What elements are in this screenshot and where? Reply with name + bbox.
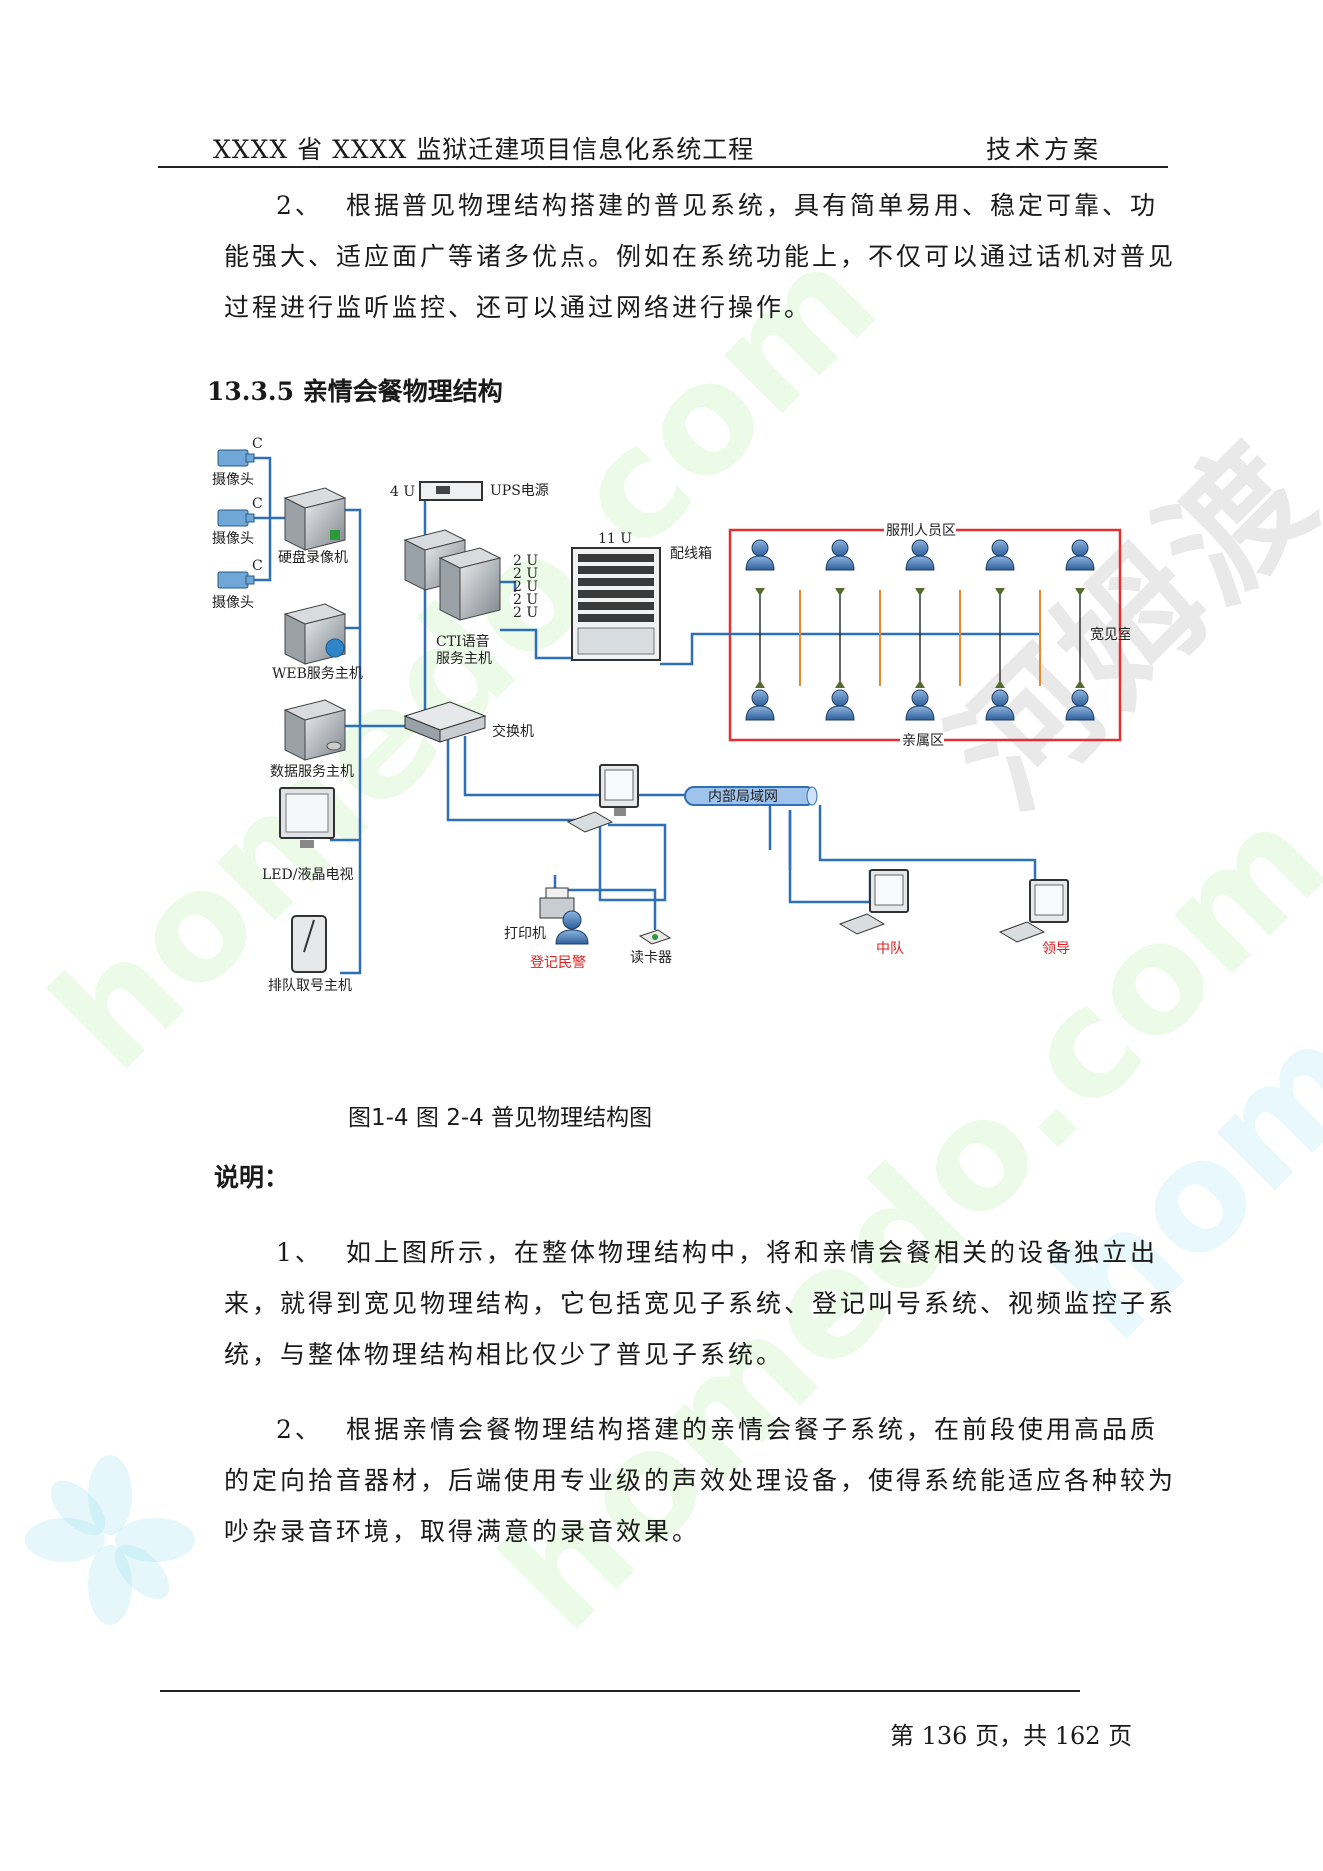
family-person-icons [745, 689, 1095, 721]
paragraph-text: 如上图所示，在整体物理结构中，将和亲情会餐相关的设备独立出来，就得到宽见物理结构… [224, 1238, 1177, 1369]
camera-icons [217, 449, 255, 589]
leader-pc-icon [998, 879, 1069, 943]
section-title: 13.3.5 亲情会餐物理结构 [207, 377, 503, 406]
printer-label: 打印机 [504, 925, 546, 942]
leader-label: 领导 [1042, 941, 1070, 957]
phone-markers [755, 588, 1085, 688]
paragraph-text: 根据亲情会餐物理结构搭建的亲情会餐子系统，在前段使用高品质的定向拾音器材，后端使… [224, 1415, 1177, 1546]
switch-label: 交换机 [492, 723, 534, 740]
cti-u-label: 2 U [513, 579, 538, 595]
lan-label: 内部局域网 [708, 789, 778, 805]
page-number: 第 136 页，共 162 页 [890, 1722, 1133, 1750]
family-zone-label: 亲属区 [902, 733, 944, 749]
camera-c-label: C [252, 558, 263, 574]
camera-c-label: C [252, 436, 263, 452]
lan-cylinder-icon [684, 786, 818, 806]
ups-u-label: 4 U [390, 484, 415, 500]
tv-label: LED/液晶电视 [262, 867, 353, 883]
switch-icon [403, 701, 487, 743]
db-host-label: 数据服务主机 [270, 764, 354, 780]
card-reader-label: 读卡器 [630, 949, 672, 966]
paragraph-number: 2、 [276, 191, 323, 220]
dvr-label: 硬盘录像机 [278, 549, 348, 566]
intro-paragraph: 2、根据普见物理结构搭建的普见系统，具有简单易用、稳定可靠、功能强大、适应面广等… [224, 180, 1184, 333]
note-paragraph: 1、如上图所示，在整体物理结构中，将和亲情会餐相关的设备独立出来，就得到宽见物理… [224, 1227, 1184, 1380]
cti-u-label: 2 U [513, 553, 538, 569]
page-header: XXXX 省 XXXX 监狱迁建项目信息化系统工程 技术方案 [158, 128, 1168, 168]
network-diagram: C C C 摄像头 摄像头 摄像头 硬盘录像机 WEB服务主机 数据服务主机 L… [212, 436, 1130, 994]
watermark-flower-icon [25, 1455, 195, 1625]
card-reader-icon [638, 929, 672, 945]
camera-c-label: C [252, 496, 263, 512]
footer-divider [160, 1690, 1080, 1692]
paragraph-number: 2、 [276, 1415, 323, 1444]
patch-label: 配线箱 [670, 546, 712, 562]
squad-label: 中队 [876, 941, 904, 957]
web-server-icon [283, 603, 347, 665]
web-host-label: WEB服务主机 [272, 666, 363, 682]
camera-label: 摄像头 [212, 531, 254, 547]
cti-server-icon [403, 529, 502, 621]
paragraph-text: 根据普见物理结构搭建的普见系统，具有简单易用、稳定可靠、功能强大、适应面广等诸多… [224, 191, 1177, 322]
paragraph-number: 1、 [276, 1238, 323, 1267]
queue-host-label: 排队取号主机 [268, 978, 352, 994]
cti-host-label: 服务主机 [436, 651, 492, 667]
officer-person-icon [555, 910, 589, 945]
figure-caption: 图1-4 图 2-4 普见物理结构图 [348, 1105, 653, 1131]
camera-label: 摄像头 [212, 472, 254, 488]
tv-monitor-icon [279, 787, 335, 848]
note-paragraph: 2、根据亲情会餐物理结构搭建的亲情会餐子系统，在前段使用高品质的定向拾音器材，后… [224, 1404, 1184, 1557]
header-doc-type: 技术方案 [985, 135, 1102, 164]
rack-u-label: 11 U [598, 531, 632, 547]
cti-u-label: 2 U [513, 605, 538, 621]
patch-rack-icon [571, 547, 661, 661]
meeting-room-label: 宽见室 [1090, 626, 1130, 643]
printer-icon [539, 887, 575, 919]
cti-u-label: 2 U [513, 566, 538, 582]
dvr-server-icon [283, 487, 347, 551]
phone-handsets [759, 588, 1081, 688]
squad-pc-icon [838, 869, 909, 935]
officer-label: 登记民警 [530, 955, 586, 971]
database-server-icon [283, 699, 347, 761]
inmate-person-icons [745, 539, 1095, 571]
zone-dividers [799, 590, 1041, 686]
ups-icon [419, 481, 483, 501]
workstation-icon [566, 764, 639, 833]
note-title: 说明： [214, 1163, 290, 1192]
queue-tablet-icon [291, 915, 327, 973]
cti-u-label: 2 U [513, 592, 538, 608]
ups-label: UPS电源 [490, 483, 549, 499]
cti-host-label: CTI语音 [436, 633, 490, 650]
inmate-zone-label: 服刑人员区 [886, 523, 956, 539]
camera-label: 摄像头 [212, 595, 254, 611]
header-title: XXXX 省 XXXX 监狱迁建项目信息化系统工程 [213, 135, 755, 164]
